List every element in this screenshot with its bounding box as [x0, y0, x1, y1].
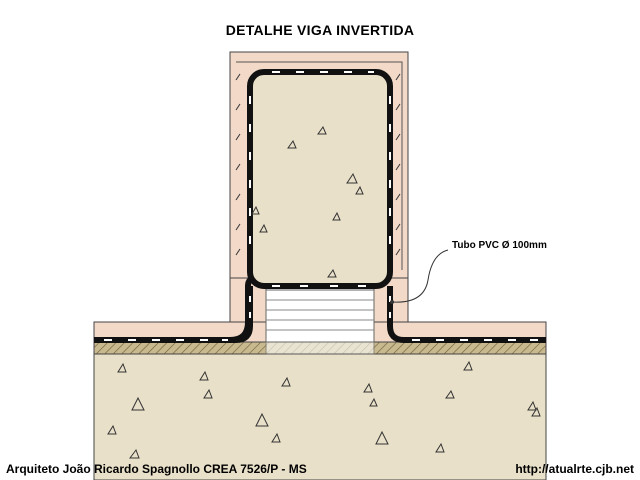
- website-link[interactable]: http://atualrte.cjb.net: [515, 462, 634, 476]
- ground-soil: [93, 353, 547, 480]
- soil-aggregate: [107, 360, 541, 459]
- beam-concrete: [247, 69, 393, 289]
- pvc-pipe: [265, 289, 375, 343]
- beam-aggregate: [251, 125, 364, 278]
- pipe-leader-line: [391, 249, 449, 303]
- drawing-title: DETALHE VIGA INVERTIDA: [225, 22, 415, 38]
- pipe-leader-dot: [390, 300, 394, 304]
- casing-hatch-marks: [235, 61, 403, 270]
- pipe-label: Tubo PVC Ø 100mm: [452, 240, 547, 251]
- waterproofing-right-leg: [387, 286, 546, 343]
- pvc-pipe-lines: [266, 299, 374, 331]
- waterproofing-left-leg: [94, 286, 253, 343]
- pipe-below-hatch: [265, 341, 375, 355]
- author-credit: Arquiteto João Ricardo Spagnollo CREA 75…: [6, 462, 307, 476]
- membrane-dashes: [104, 71, 538, 341]
